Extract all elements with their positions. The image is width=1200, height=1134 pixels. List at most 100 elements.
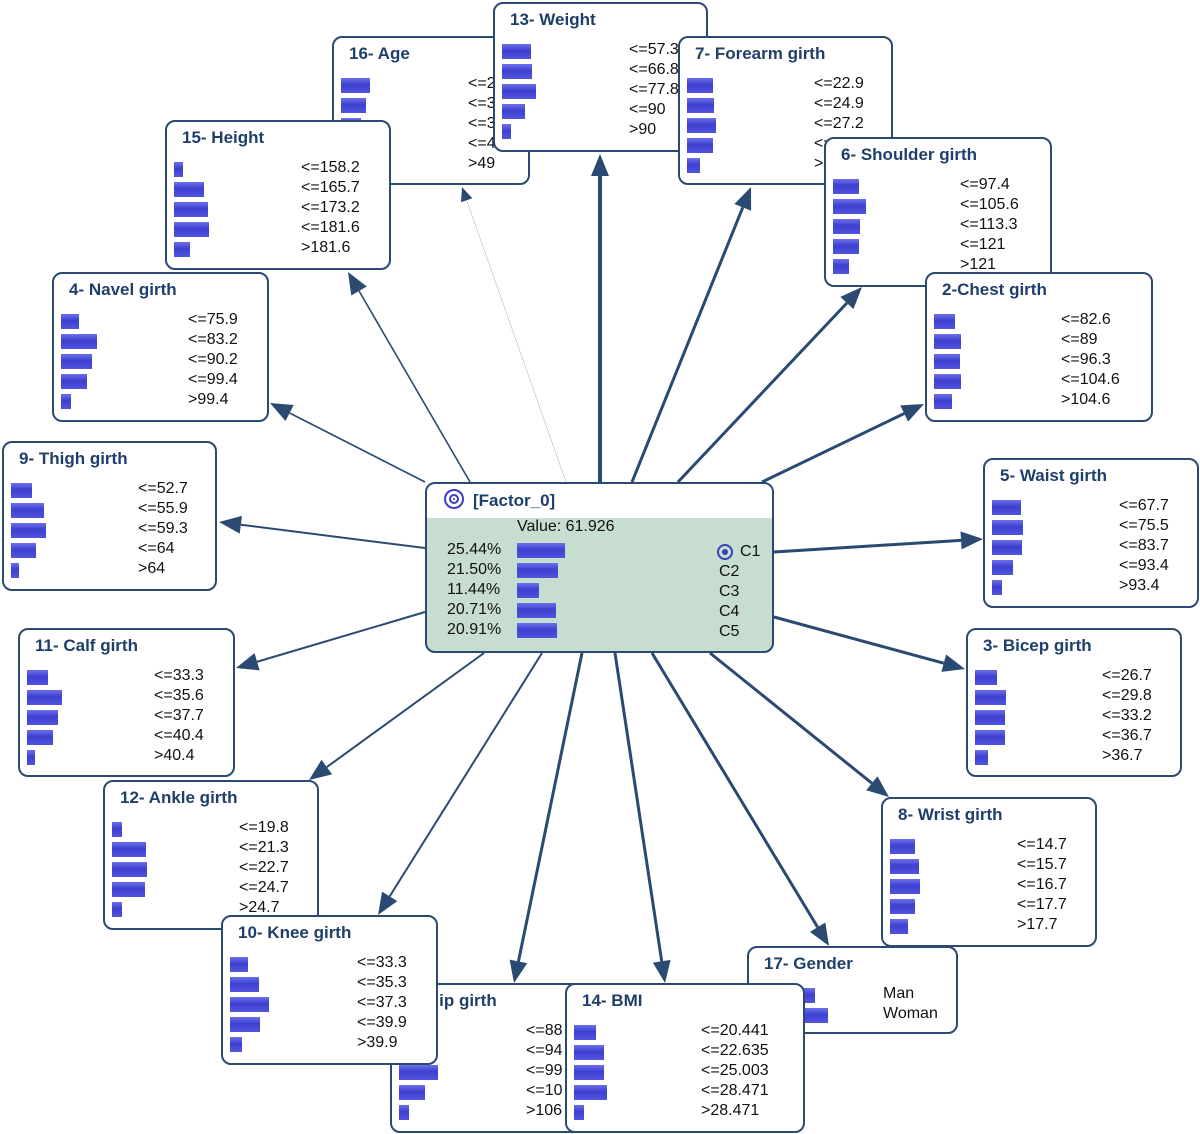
node-shoulder[interactable]: 6- Shoulder girth<=97.4<=105.6<=113.3<=1… bbox=[824, 137, 1052, 287]
node-calf[interactable]: 11- Calf girth<=33.3<=35.6<=37.7<=40.4>4… bbox=[18, 628, 235, 777]
state-label: <=16.7 bbox=[1017, 876, 1067, 893]
node-chest[interactable]: 2-Chest girth<=82.6<=89<=96.3<=104.6>104… bbox=[925, 272, 1153, 422]
state-label: <=4 bbox=[468, 135, 496, 152]
state-bar bbox=[174, 162, 183, 177]
node-weight[interactable]: 13- Weight<=57.3<=66.8<=77.8<=90>90 bbox=[493, 2, 708, 152]
state-label: >99.4 bbox=[188, 391, 229, 408]
state-label: <=99.4 bbox=[188, 371, 238, 388]
state-label: <=22.635 bbox=[701, 1042, 769, 1059]
arrowhead-navel bbox=[270, 403, 294, 422]
node-height[interactable]: 15- Height<=158.2<=165.7<=173.2<=181.6>1… bbox=[165, 120, 391, 270]
node-title: 3- Bicep girth bbox=[983, 636, 1092, 655]
state-bar bbox=[112, 902, 122, 917]
state-label: <=82.6 bbox=[1061, 311, 1111, 328]
node-bmi[interactable]: 14- BMI<=20.441<=22.635<=25.003<=28.471>… bbox=[565, 983, 805, 1133]
node-wrist[interactable]: 8- Wrist girth<=14.7<=15.7<=16.7<=17.7>1… bbox=[881, 797, 1097, 947]
node-ankle[interactable]: 12- Ankle girth<=19.8<=21.3<=22.7<=24.7>… bbox=[103, 780, 319, 930]
edge-calf bbox=[256, 611, 426, 663]
state-bar bbox=[230, 957, 248, 972]
state-label: >90 bbox=[629, 121, 657, 138]
node-navel[interactable]: 4- Navel girth<=75.9<=83.2<=90.2<=99.4>9… bbox=[52, 272, 269, 422]
state-bar bbox=[574, 1085, 607, 1100]
state-label: <=15.7 bbox=[1017, 856, 1067, 873]
node-title: 15- Height bbox=[182, 128, 265, 147]
edge-gender bbox=[650, 652, 819, 928]
state-label: <=21.3 bbox=[239, 839, 289, 856]
state-bar bbox=[11, 563, 19, 578]
state-label: <=83.2 bbox=[188, 331, 238, 348]
arrowhead-chest bbox=[900, 404, 924, 422]
state-bar bbox=[833, 179, 859, 194]
state-label: <=33.3 bbox=[357, 954, 407, 971]
state-bar bbox=[934, 334, 961, 349]
state-bar bbox=[975, 690, 1006, 705]
state-bar bbox=[61, 334, 97, 349]
edge-forearm bbox=[630, 206, 745, 483]
state-label: <=99 bbox=[526, 1062, 563, 1079]
state-bar bbox=[975, 670, 997, 685]
node-knee[interactable]: 10- Knee girth<=33.3<=35.3<=37.3<=39.9>3… bbox=[221, 915, 438, 1065]
state-bar bbox=[11, 503, 44, 518]
state-bar bbox=[934, 374, 961, 389]
state-label: <=90 bbox=[629, 101, 666, 118]
factor-bar-5 bbox=[517, 623, 557, 638]
state-bar bbox=[230, 977, 259, 992]
state-bar bbox=[934, 394, 952, 409]
factor-pct-2: 21.50% bbox=[447, 561, 502, 578]
state-label: >39.9 bbox=[357, 1034, 398, 1051]
arrowhead-calf bbox=[236, 653, 260, 671]
node-thigh[interactable]: 9- Thigh girth<=52.7<=55.9<=59.3<=64>64 bbox=[2, 441, 217, 591]
state-label: >181.6 bbox=[301, 239, 351, 256]
state-label: <=35.6 bbox=[154, 687, 204, 704]
state-label: <=93.4 bbox=[1119, 557, 1169, 574]
state-label: <=25.003 bbox=[701, 1062, 769, 1079]
edge-hip bbox=[516, 652, 584, 962]
node-bicep[interactable]: 3- Bicep girth<=26.7<=29.8<=33.2<=36.7>3… bbox=[966, 628, 1182, 777]
edge-ankle bbox=[326, 652, 485, 768]
state-bar bbox=[687, 78, 713, 93]
state-bar bbox=[975, 750, 988, 765]
state-label: <=10 bbox=[526, 1082, 563, 1099]
factor-pct-3: 11.44% bbox=[447, 581, 501, 598]
factor-bar-1 bbox=[517, 543, 565, 558]
node-waist[interactable]: 5- Waist girth<=67.7<=75.5<=83.7<=93.4>9… bbox=[983, 458, 1199, 608]
state-bar bbox=[61, 394, 71, 409]
state-bar bbox=[687, 158, 700, 173]
state-label: <=57.3 bbox=[629, 41, 679, 58]
factor-node[interactable]: [Factor_0] Value: 61.926 25.44% 21.50% 1… bbox=[425, 482, 774, 653]
arrowhead-waist bbox=[960, 531, 983, 550]
state-bar bbox=[687, 138, 713, 153]
state-label: <=29.8 bbox=[1102, 687, 1152, 704]
arrowhead-ankle bbox=[309, 759, 333, 780]
state-bar bbox=[502, 84, 536, 99]
state-bar bbox=[992, 560, 1013, 575]
arrowhead-bmi bbox=[652, 959, 671, 983]
state-label: <=75.9 bbox=[188, 311, 238, 328]
factor-class-4: C4 bbox=[719, 603, 740, 620]
state-bar bbox=[890, 899, 915, 914]
state-label: >36.7 bbox=[1102, 747, 1143, 764]
state-label: <=20.441 bbox=[701, 1022, 769, 1039]
factor-class-5: C5 bbox=[719, 623, 740, 640]
state-bar bbox=[890, 839, 915, 854]
factor-title: [Factor_0] bbox=[473, 491, 556, 510]
factor-bar-2 bbox=[517, 563, 558, 578]
state-bar bbox=[399, 1105, 409, 1120]
arrowhead-weight bbox=[591, 154, 609, 176]
state-bar bbox=[992, 500, 1021, 515]
state-bar bbox=[574, 1025, 596, 1040]
edge-height bbox=[358, 290, 471, 483]
state-bar bbox=[112, 862, 147, 877]
state-label: <=77.8 bbox=[629, 81, 679, 98]
state-label: <=24.7 bbox=[239, 879, 289, 896]
node-title: 4- Navel girth bbox=[69, 280, 177, 299]
state-label: <=59.3 bbox=[138, 520, 188, 537]
state-bar bbox=[574, 1105, 584, 1120]
state-label: <=36.7 bbox=[1102, 727, 1152, 744]
factor-class-1: C1 bbox=[740, 543, 761, 560]
state-bar bbox=[11, 483, 32, 498]
state-bar bbox=[833, 239, 859, 254]
target-icon bbox=[444, 489, 464, 509]
node-title: 9- Thigh girth bbox=[19, 449, 128, 468]
state-bar bbox=[61, 354, 92, 369]
